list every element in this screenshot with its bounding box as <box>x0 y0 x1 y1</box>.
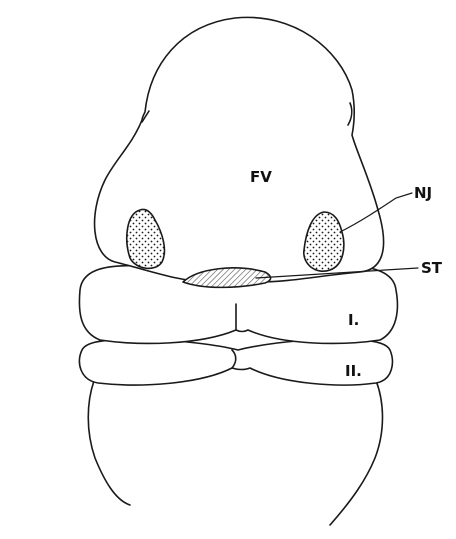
trunk-outline <box>88 378 382 525</box>
label-segment-2: II. <box>345 362 362 380</box>
label-nj: NJ <box>414 184 432 202</box>
label-segment-1: I. <box>348 311 359 329</box>
label-fv: FV <box>250 168 272 186</box>
label-st: ST <box>421 259 443 277</box>
